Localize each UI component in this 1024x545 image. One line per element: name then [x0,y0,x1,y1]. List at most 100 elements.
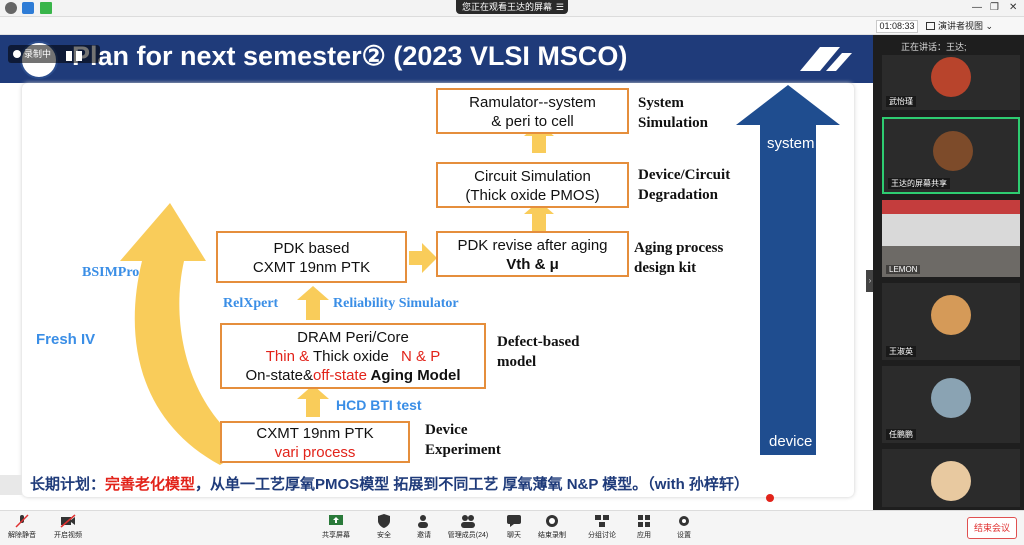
share-screen-label: 共享屏幕 [322,532,350,539]
dram-np: N & P [401,348,441,365]
cxmt-line1: CXMT 19nm PTK [256,425,374,442]
plan-highlight: 完善老化模型 [105,476,196,493]
participant-name: 武怡瑾 [886,96,916,107]
label-aging-kit: Aging process design kit [634,238,723,278]
settings-label: 设置 [677,532,691,539]
collapse-panel-button[interactable]: › [866,270,874,292]
box-pdk-based: PDK based CXMT 19nm PTK [216,231,407,283]
start-video-label: 开启视频 [54,532,82,539]
brand-logo-icon [800,47,852,71]
breakout-button[interactable]: 分组讨论 [582,514,622,540]
plan-prefix: 长期计划： [30,476,106,493]
speaker-view-button[interactable]: 演讲者视图 ⌄ [926,20,996,33]
participant-name: 任鹏鹏 [886,429,916,440]
pdk-revise-line2: Vth & μ [506,256,559,273]
sub-bar [0,17,1024,35]
participant-name: 王淑英 [886,346,916,357]
ramulator-line2: & peri to cell [491,113,574,130]
participant-tile[interactable]: 武怡瑾 [882,55,1020,110]
ramulator-line1: Ramulator--system [469,94,596,111]
manage-participants-button[interactable]: 管理成员(24) [444,514,492,540]
device-circuit-line2: Degradation [638,187,718,203]
restore-button[interactable]: ❐ [990,2,999,13]
recording-dot-icon [13,50,21,58]
avatar [931,461,971,501]
dram-thick: Thick oxide [309,348,394,365]
device-exp-line1: Device [425,422,468,438]
label-device-circuit: Device/Circuit Degradation [638,165,730,205]
settings-button[interactable]: 设置 [664,514,704,540]
participant-tile[interactable]: 王淑英 [882,283,1020,360]
share-screen-icon [329,515,343,525]
recording-indicator[interactable]: 录制中 [8,45,100,63]
apps-icon [638,515,650,527]
circuit-line1: Circuit Simulation [474,168,591,185]
unmute-button[interactable]: 解除静音 [2,514,42,540]
right-arrow-pdk [409,243,437,273]
apps-label: 应用 [637,532,651,539]
participant-tile[interactable]: 王达的屏幕共享 [882,117,1020,194]
label-defect-model: Defect-based model [497,332,579,372]
slide-title: Plan for next semester② (2023 VLSI MSCO) [72,41,628,71]
security-button[interactable]: 安全 [364,514,404,540]
recording-pause-icon[interactable] [66,49,96,61]
arrow-label-device: device [769,433,813,450]
record-icon [546,515,558,527]
sharing-notice-text: 您正在观看王达的屏幕 [462,2,553,12]
defect-model-line2: model [497,354,537,370]
end-meeting-button[interactable]: 结束会议 [967,517,1017,539]
sharing-notice[interactable]: 您正在观看王达的屏幕 ☰ [456,0,568,14]
shield-icon [378,514,390,528]
label-reliability-simulator: Reliability Simulator [333,296,459,311]
box-ramulator: Ramulator--system & peri to cell [436,88,629,134]
pdk-revise-line1: PDK revise after aging [457,237,608,254]
device-circuit-line1: Device/Circuit [638,167,731,183]
avatar [931,378,971,418]
participant-tile[interactable]: 任鹏鹏 [882,366,1020,443]
up-arrow-dram-to-pdk [297,286,329,320]
participants-icon [461,515,475,528]
label-device-experiment: Device Experiment [425,420,501,460]
manage-label: 管理成员(24) [447,532,489,539]
start-video-button[interactable]: 开启视频 [48,514,88,540]
avatar [933,131,973,171]
active-speaker-label: 正在讲话：王达; [901,42,967,52]
slide-title-bar [0,35,873,83]
grid-icon [926,22,935,30]
slide-panel-toggle[interactable] [0,475,22,495]
menu-icon[interactable]: ☰ [555,2,564,12]
label-relxpert: RelXpert [223,296,279,311]
participant-name: 王达的屏幕共享 [888,178,950,189]
stop-recording-button[interactable]: 结束录制 [532,514,572,540]
minimize-button[interactable]: — [972,2,982,13]
box-pdk-revise: PDK revise after aging Vth & μ [436,231,629,277]
invite-button[interactable]: 邀请 [404,514,444,540]
label-fresh-iv: Fresh IV [36,331,96,348]
share-screen-button[interactable]: 共享屏幕 [316,514,356,540]
recording-label: 录制中 [24,49,52,59]
apps-button[interactable]: 应用 [624,514,664,540]
box-cxmt-vari: CXMT 19nm PTK vari process [220,421,410,463]
dram-aging-model: Aging Model [366,367,461,384]
info-icon[interactable] [5,2,17,14]
close-button[interactable]: ✕ [1009,2,1018,13]
breakout-icon [595,515,609,527]
meeting-timer: 01:08:33 [876,20,918,33]
participant-tile[interactable]: LEMON [882,200,1020,277]
stop-recording-label: 结束录制 [538,532,566,539]
avatar [931,295,971,335]
laser-pointer [766,494,774,502]
long-term-plan: 长期计划：完善老化模型，从单一工艺厚氧PMOS模型 拓展到不同工艺 厚氧薄氧 N… [30,473,749,494]
participant-tile[interactable] [882,449,1020,507]
dram-off-state: off-state [313,367,367,384]
system-device-arrow [736,85,840,455]
gear-icon [679,516,689,526]
security-label: 安全 [377,532,391,539]
dram-thin: Thin & [265,348,310,365]
defect-model-line1: Defect-based [497,334,580,350]
dram-line2: Thin & Thick oxide N & P [222,347,484,366]
signal-icon[interactable] [40,2,52,14]
shield-icon[interactable] [22,2,34,14]
unmute-label: 解除静音 [8,532,36,539]
chat-button[interactable]: 聊天 [494,514,534,540]
